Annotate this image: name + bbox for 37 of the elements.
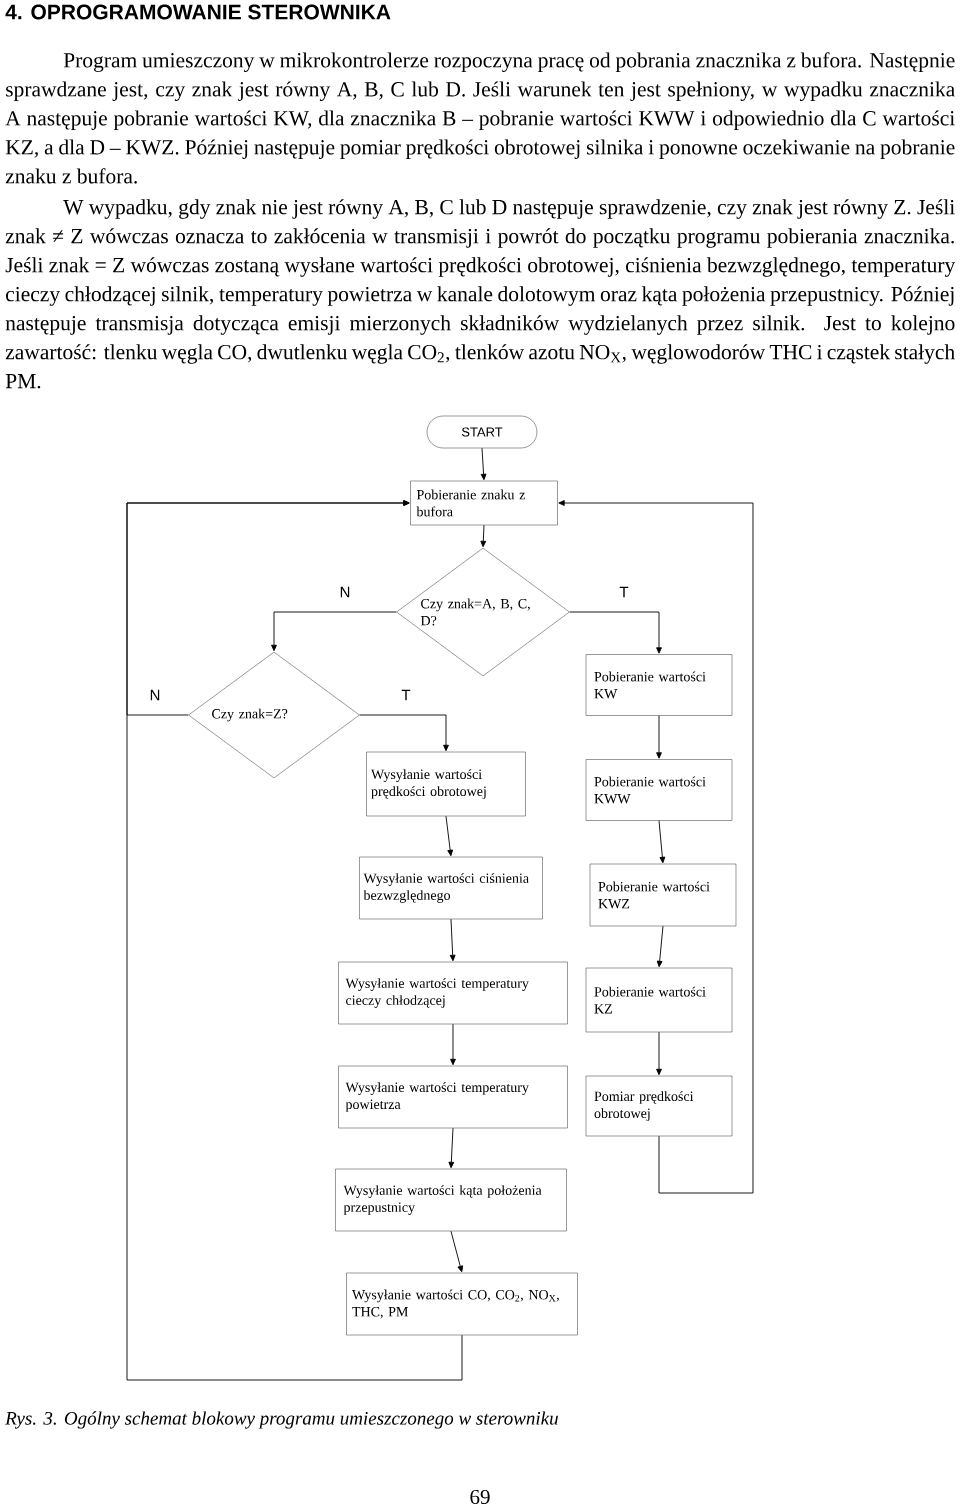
process-box: Wysyłanie wartości temperatury cieczy chłodzącej [338, 961, 568, 1025]
arrow [480, 524, 487, 548]
arrow [126, 500, 463, 1381]
arrow [569, 611, 662, 654]
arrow [450, 1230, 464, 1273]
process-box: Wysyłanie wartości ciśnienia bezwzględnego [359, 856, 543, 920]
caption: Rys. 3. Ogólny schemat blokowy programu umieszczonego w sterowniku [5, 1411, 558, 1429]
process-box: Pomiar prędkości obrotowej [585, 1075, 733, 1137]
arrow [450, 1023, 456, 1066]
paragraph: Program umieszczony w mikrokontrolerze rozpoczyna pracę od pobrania znacznika z bufora. Następnie sprawdzane jest, czy znak jest równy A, B, C lub D. Jeśli warunek ten jest spełniony, w wypadku znacznika A następuje pobranie wartości KW, dla znacznika B – pobranie wartości KWW i odpowiednio dla C wartości KZ, a dla D – KWZ. Później następuje pomiar prędkości obrotowej silnika i ponowne oczekiwanie na pobranie znaku z bufora. [5, 52, 955, 184]
edge-label: N [148, 688, 162, 702]
edge-label: N [338, 585, 352, 599]
paragraph: W wypadku, gdy znak nie jest równy A, B, C lub D następuje sprawdzenie, czy znak jest równy Z. Jeśli znak ≠ Z wówczas oznacza to zakłócenia w transmisji i powrót do początku programu pobierania znacznika. Jeśli znak = Z wówczas zostaną wysłane wartości prędkości obrotowej, ciśnienia bezwzględnego, temperatury cieczy chłodzącej silnik, temperatury powietrza w kanale dolotowym oraz kąta położenia przepustnicy. Później następuje transmisja dotycząca emisji mierzonych składników wydzielanych przez silnik. Jest to kolejno zawartość: tlenku węgla CO, dwutlenku węgla CO$_{2}$, tlenków azotu NO$_{X}$, węglowodorów THC i cząstek stałych PM. [5, 199, 956, 389]
arrow [480, 447, 487, 481]
arrow [656, 715, 662, 759]
arrow [449, 918, 456, 962]
process-box: Pobieranie wartości KZ [585, 967, 733, 1033]
arrow [448, 1127, 455, 1169]
process-box: Wysyłanie wartości temperatury powietrza [338, 1065, 568, 1129]
process-box: Wysyłanie wartości prędkości obrotowej [366, 751, 526, 817]
arrow [656, 1031, 662, 1076]
arrow [271, 611, 397, 652]
arrow [656, 925, 664, 968]
arrow [558, 500, 754, 1194]
process-box: Pobieranie wartości KWW [585, 759, 733, 821]
process-box: Wysyłanie wartości kąta położenia przepustnicy [335, 1168, 567, 1232]
page-number: 69 [470, 1489, 490, 1505]
heading: 4. OPROGRAMOWANIE STEROWNIKA [5, 4, 391, 20]
edge-label: T [400, 688, 412, 702]
arrow [359, 714, 449, 752]
arrow [658, 820, 666, 864]
process-box: Pobieranie znaku z bufora [410, 480, 558, 526]
arrow [445, 815, 454, 857]
process-box: Pobieranie wartości KW [585, 654, 733, 716]
edge-label: T [618, 585, 630, 599]
process-box: Wysyłanie wartości CO, CO$_{2}$, NO$_{X}$, THC, PM [346, 1272, 578, 1336]
process-box: Pobieranie wartości KWZ [589, 863, 737, 927]
